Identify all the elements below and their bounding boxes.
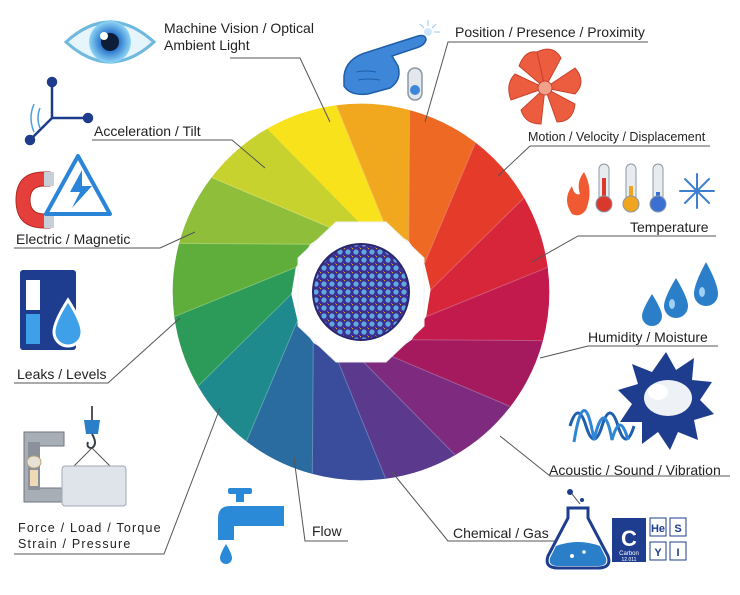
clamp-hook-icon — [23, 406, 127, 507]
leader-flow — [293, 457, 348, 542]
leader-lines — [14, 41, 730, 555]
eye-icon — [63, 20, 157, 64]
wheel-blade-edge — [211, 177, 333, 229]
sensor-chip-rim — [312, 243, 410, 341]
periodic-name: Carbon — [619, 551, 639, 557]
label-flow: Flow — [312, 523, 342, 539]
fan-icon — [508, 48, 582, 125]
periodic-weight: 12.011 — [622, 557, 637, 563]
wheel-blade-edge — [174, 267, 296, 318]
axes-icon — [24, 76, 94, 146]
label-electric: Electric / Magnetic — [16, 231, 131, 247]
label-acceleration: Acceleration / Tilt — [94, 123, 201, 139]
label-motion: Motion / Velocity / Displacement — [528, 130, 706, 144]
leader-humidity — [539, 345, 718, 359]
wheel-blade-edge — [336, 357, 387, 479]
leader-leaks — [14, 317, 181, 384]
sensor-chip-image — [313, 244, 409, 340]
wheel-blade-edge — [246, 320, 298, 442]
leader-acceleration — [92, 139, 266, 169]
label-force-line2: Strain / Pressure — [18, 537, 132, 551]
thermometer-icon — [567, 163, 715, 216]
periodic-tile-i: I — [676, 547, 679, 559]
label-humidity: Humidity / Moisture — [588, 329, 708, 345]
sound-wave-icon — [568, 352, 714, 450]
label-force: Force / Load / Torque Strain / Pressure — [18, 520, 162, 552]
leader-machine-vision — [230, 57, 331, 123]
label-machine-vision: Machine Vision / Optical Ambient Light — [164, 20, 314, 54]
label-position: Position / Presence / Proximity — [455, 24, 645, 40]
tank-level-icon — [20, 270, 84, 350]
leader-acoustic — [499, 435, 730, 477]
label-leaks: Leaks / Levels — [17, 366, 107, 382]
periodic-tile-he: He — [651, 523, 665, 535]
flask-periodic-icon — [545, 489, 687, 570]
label-temperature: Temperature — [630, 219, 709, 235]
leader-temperature — [531, 235, 716, 263]
periodic-tile-y: Y — [654, 547, 662, 559]
leader-motion — [497, 145, 710, 177]
label-force-line1: Force / Load / Torque — [18, 521, 162, 535]
wheel-blade-edge — [179, 242, 310, 245]
faucet-icon — [218, 488, 284, 564]
wheel-blade-edge — [363, 361, 456, 456]
label-chemical: Chemical / Gas — [453, 525, 549, 541]
color-wheel — [172, 103, 550, 481]
leader-electric — [14, 231, 196, 249]
periodic-carbon-tile — [612, 518, 646, 562]
leader-chemical — [391, 471, 560, 542]
wheel-blade-edge — [197, 294, 292, 387]
wheel-blade-edge — [311, 343, 314, 474]
wheel-blade-edge — [424, 142, 476, 264]
magnet-lightning-icon — [15, 154, 112, 229]
label-machine-vision-line1: Machine Vision / Optical — [164, 20, 314, 36]
water-drops-icon — [642, 262, 718, 326]
wheel-blade-edge — [412, 339, 543, 342]
label-machine-vision-line2: Ambient Light — [164, 37, 250, 53]
wheel-blade-edge — [430, 197, 525, 290]
wheel-blade-edge — [426, 266, 548, 317]
pointing-hand-icon — [343, 20, 440, 101]
leader-position — [424, 41, 648, 123]
leader-force — [14, 407, 221, 555]
wheel-blade-edge — [408, 110, 411, 241]
periodic-tile-s: S — [674, 523, 681, 535]
wheel-blade-edge — [389, 355, 511, 407]
periodic-symbol: C — [621, 526, 637, 551]
label-acoustic: Acoustic / Sound / Vibration — [549, 462, 721, 478]
wheel-blade-edge — [335, 105, 386, 227]
